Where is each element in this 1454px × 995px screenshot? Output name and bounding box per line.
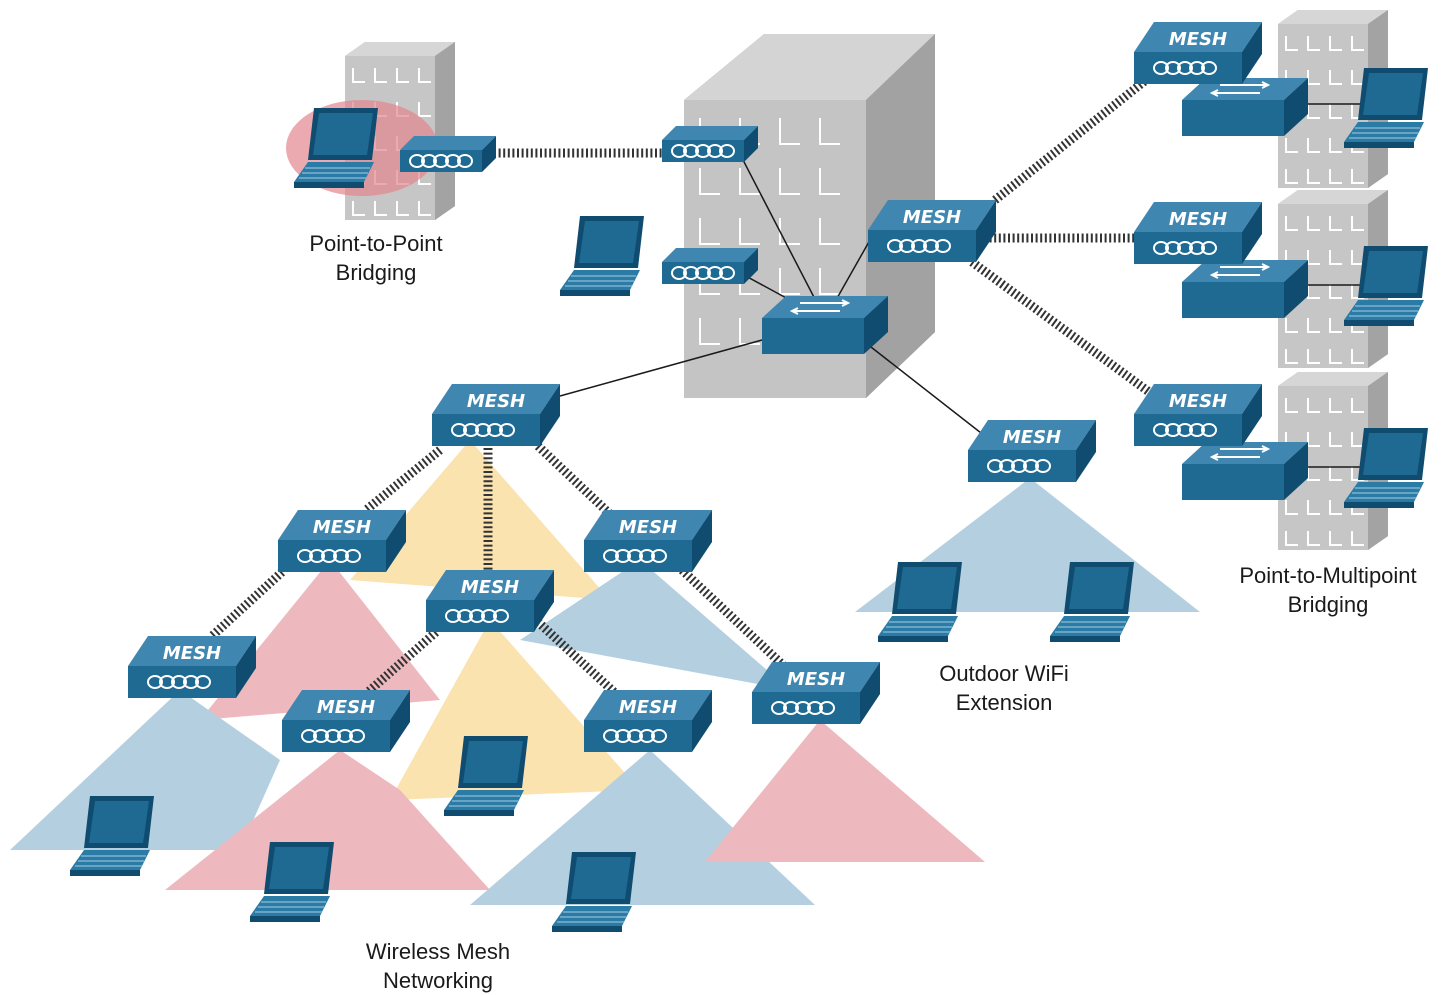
laptop-icon xyxy=(559,215,645,297)
mesh-access-point-icon: MESH xyxy=(426,570,554,632)
label-outdoor-wifi: Outdoor WiFi Extension xyxy=(904,659,1104,717)
building-icon xyxy=(684,34,935,398)
mesh-badge: MESH xyxy=(1003,427,1061,448)
mesh-badge: MESH xyxy=(467,391,525,412)
label-line: Point-to-Point xyxy=(309,231,443,256)
mesh-badge: MESH xyxy=(619,697,677,718)
label-line: Networking xyxy=(382,968,494,993)
coverage-pink xyxy=(165,750,490,890)
mesh-access-point-icon: MESH xyxy=(278,510,406,572)
mesh-access-point-icon: MESH xyxy=(1134,22,1262,84)
label-point-to-multipoint: Point-to-Multipoint Bridging xyxy=(1198,561,1454,619)
label-line: Bridging xyxy=(1287,592,1369,617)
mesh-access-point-icon: MESH xyxy=(868,200,996,262)
mesh-access-point-icon: MESH xyxy=(1134,384,1262,446)
switch-icon xyxy=(1181,259,1309,319)
coverage-blue xyxy=(10,690,280,850)
mesh-access-point-icon: MESH xyxy=(968,420,1096,482)
mesh-badge: MESH xyxy=(1169,209,1227,230)
mesh-badge: MESH xyxy=(313,517,371,538)
coverage-yellow xyxy=(390,620,640,800)
label-line: Wireless Mesh xyxy=(365,939,511,964)
mesh-badge: MESH xyxy=(787,669,845,690)
mesh-access-point-icon: MESH xyxy=(282,690,410,752)
mesh-badge: MESH xyxy=(461,577,519,598)
bridge-icon xyxy=(400,136,496,172)
mesh-access-point-icon: MESH xyxy=(432,384,560,446)
coverage-pink xyxy=(705,720,985,862)
label-line: Point-to-Multipoint xyxy=(1239,563,1417,588)
wireless-link-icon xyxy=(208,76,1163,696)
mesh-badge: MESH xyxy=(163,643,221,664)
mesh-badge: MESH xyxy=(619,517,677,538)
coverage-blue xyxy=(470,750,815,905)
mesh-badge: MESH xyxy=(1169,391,1227,412)
mesh-access-point-icon: MESH xyxy=(1134,202,1262,264)
wired-links xyxy=(559,103,1370,468)
mesh-access-point-icon: MESH xyxy=(584,690,712,752)
mesh-badge: MESH xyxy=(903,207,961,228)
switch-icon xyxy=(761,295,889,355)
label-line: Bridging xyxy=(335,260,417,285)
coverage-blue xyxy=(520,560,790,690)
mesh-access-point-icon: MESH xyxy=(752,662,880,724)
switch-icon xyxy=(1181,441,1309,501)
label-line: Outdoor WiFi xyxy=(939,661,1069,686)
bridge-icon xyxy=(662,126,758,162)
switch-icon xyxy=(1181,77,1309,137)
mesh-badge: MESH xyxy=(1169,29,1227,50)
mesh-access-point-icon: MESH xyxy=(584,510,712,572)
label-line: Extension xyxy=(955,690,1053,715)
coverage-yellow xyxy=(350,440,610,600)
label-point-to-point: Point-to-Point Bridging xyxy=(276,229,476,287)
mesh-access-point-icon: MESH xyxy=(128,636,256,698)
mesh-badge: MESH xyxy=(317,697,375,718)
label-wireless-mesh: Wireless Mesh Networking xyxy=(326,937,550,995)
bridge-icon xyxy=(662,248,758,284)
